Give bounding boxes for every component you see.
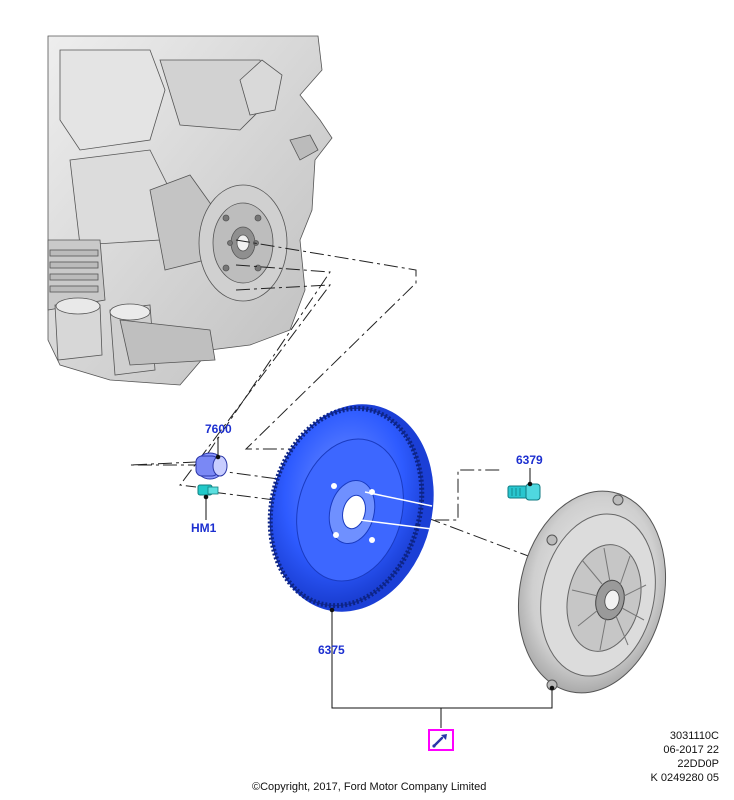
- copyright-notice: ©Copyright, 2017, Ford Motor Company Lim…: [252, 781, 487, 793]
- callout-leaders: [203, 437, 555, 728]
- ref-number: K 0249280 05: [650, 772, 719, 784]
- clutch-pressure-plate[interactable]: [500, 477, 683, 706]
- special-tool-button[interactable]: [428, 729, 454, 751]
- bolt-hm1[interactable]: [197, 484, 219, 496]
- callout-6379[interactable]: 6379: [516, 453, 543, 467]
- diagram-reference-info: 3031110C 06-2017 22 22DD0P K 0249280 05: [650, 729, 719, 785]
- ref-date: 06-2017 22: [663, 744, 719, 756]
- wrench-icon: [432, 734, 447, 748]
- flywheel-6375[interactable]: [249, 387, 455, 629]
- callout-7600[interactable]: 7600: [205, 422, 232, 436]
- ref-code: 3031110C: [669, 730, 719, 742]
- bolt-6379[interactable]: [507, 483, 541, 501]
- ref-model-code: 22DD0P: [677, 758, 719, 770]
- pilot-bushing-7600[interactable]: [195, 452, 228, 480]
- engine-block: [47, 35, 333, 386]
- callout-hm1[interactable]: HM1: [191, 521, 217, 535]
- callout-6375[interactable]: 6375: [318, 643, 345, 657]
